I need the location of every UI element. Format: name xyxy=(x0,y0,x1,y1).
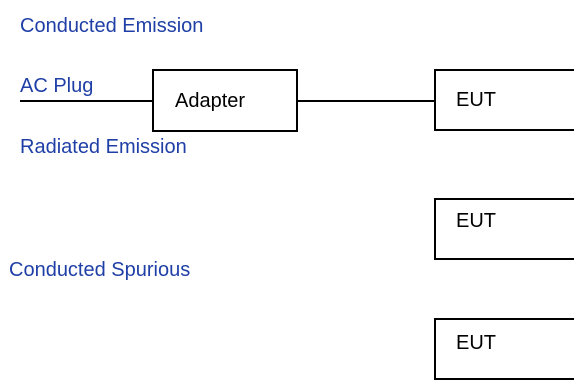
eut-box-3 xyxy=(434,318,574,380)
test-setup-diagram: Conducted Emission AC Plug Radiated Emis… xyxy=(9,15,574,380)
adapter-box xyxy=(152,69,298,132)
ac-plug-label: AC Plug xyxy=(20,75,94,97)
adapter-label: Adapter xyxy=(175,90,246,112)
adapter-to-eut-line xyxy=(297,100,435,102)
eut-label-3: EUT xyxy=(456,332,496,354)
ac-plug-line xyxy=(20,100,153,102)
eut-box-2 xyxy=(434,198,574,260)
radiated-emission-label: Radiated Emission xyxy=(20,136,187,158)
conducted-emission-label: Conducted Emission xyxy=(20,15,204,37)
eut-label-1: EUT xyxy=(456,89,496,111)
eut-label-2: EUT xyxy=(456,210,496,232)
eut-box-1 xyxy=(434,69,574,131)
conducted-spurious-label: Conducted Spurious xyxy=(9,259,191,281)
